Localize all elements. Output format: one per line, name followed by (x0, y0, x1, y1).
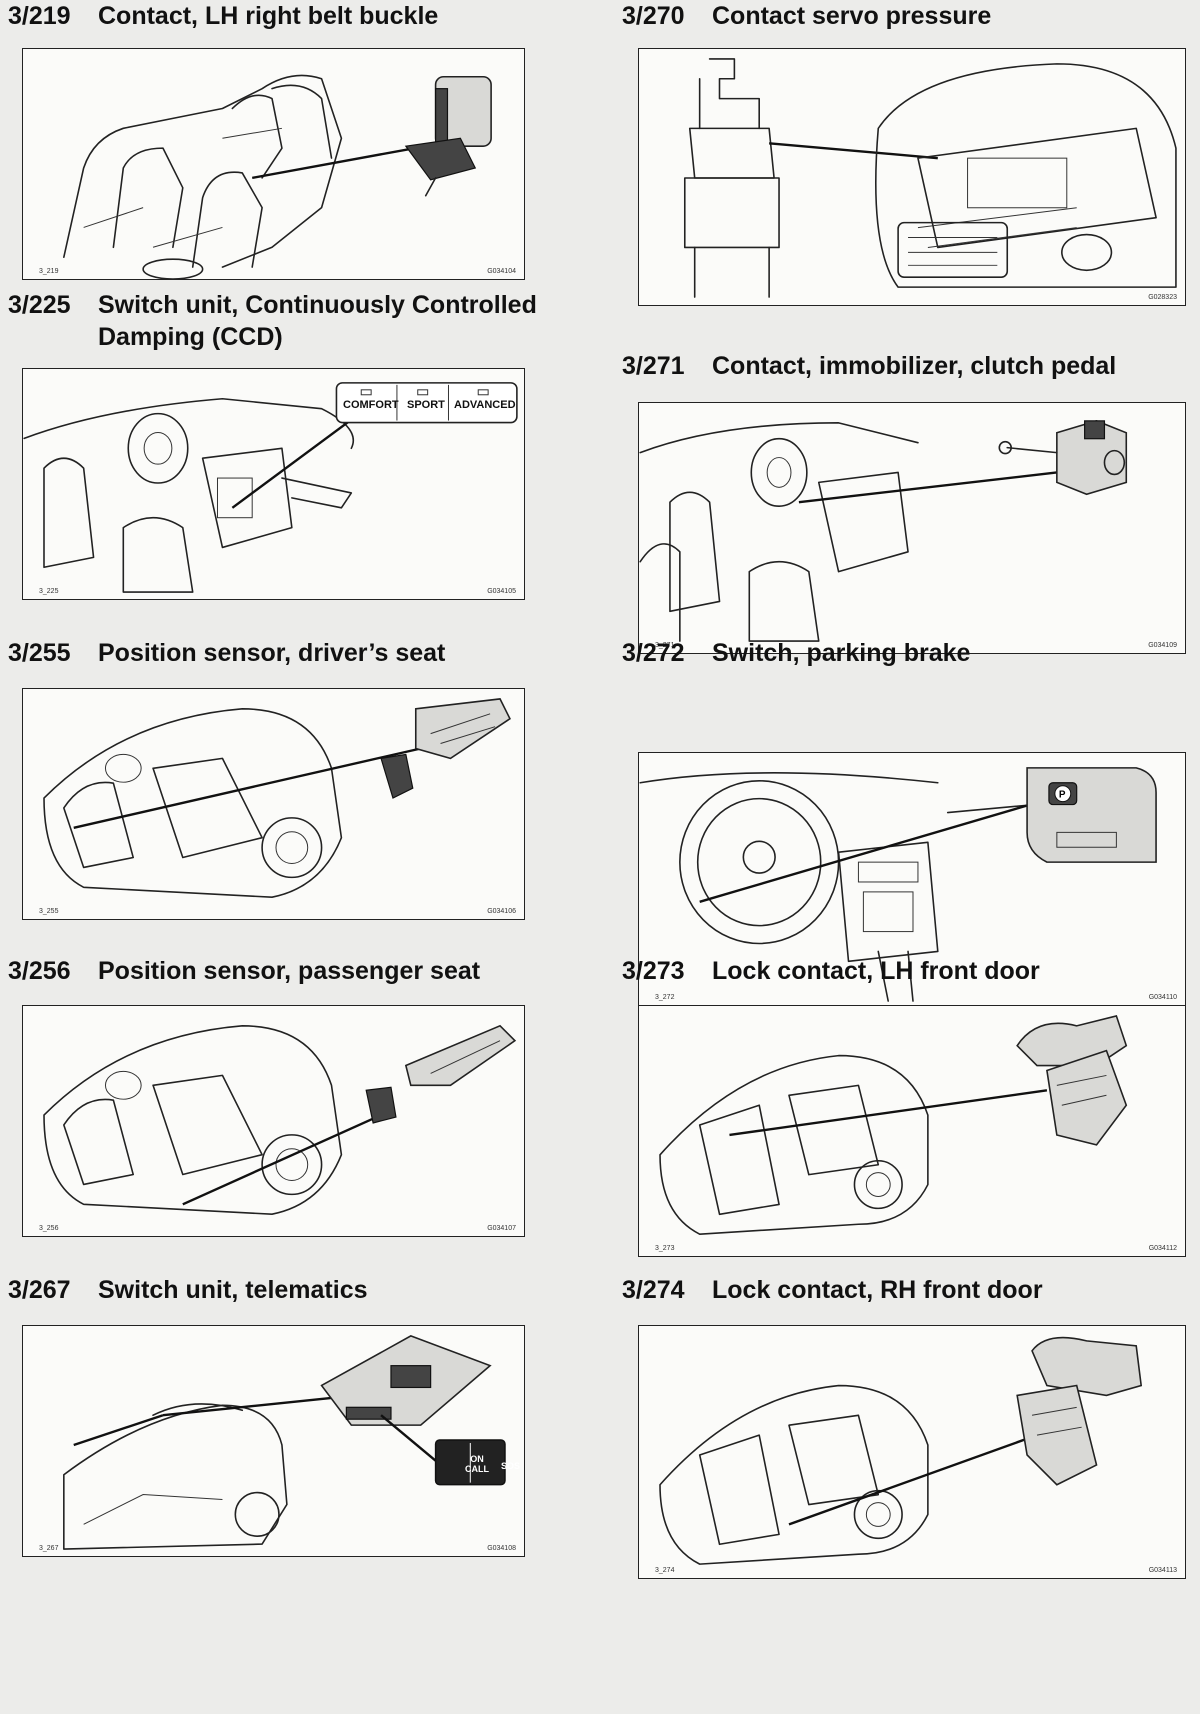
entry-heading-3-273: 3/273 Lock contact, LH front door (622, 955, 1040, 987)
figure-id: 3_225 (39, 588, 59, 595)
figure-code: G034107 (487, 1225, 516, 1232)
figure-ccd-switch: COMFORT SPORT ADVANCED 3_225 G034105 (22, 368, 525, 600)
entry-title: Switch unit, Continuously Controlled Dam… (98, 291, 537, 351)
entry-title: Switch unit, telematics (98, 1276, 368, 1304)
figure-id: 3_255 (39, 908, 59, 915)
entry-heading-3-271: 3/271 Contact, immobilizer, clutch pedal (622, 350, 1116, 382)
figure-code: G034110 (1148, 994, 1177, 1001)
figure-belt-buckle: 3_219 G034104 (22, 48, 525, 280)
entry-heading-3-270: 3/270 Contact servo pressure (622, 0, 991, 32)
figure-lh-door-lock: 3_273 G034112 (638, 1005, 1186, 1257)
entry-title: Switch, parking brake (712, 639, 971, 667)
entry-heading-3-225: 3/225 Switch unit, Continuously Controlle… (8, 289, 538, 353)
entry-title: Contact, LH right belt buckle (98, 2, 439, 30)
clutch-pedal-illustration (639, 420, 1128, 642)
figure-telematics-switch: ON CALL SOS 3_267 G034108 (22, 1325, 525, 1557)
entry-number: 3/255 (8, 639, 71, 667)
entry-number: 3/274 (622, 1276, 685, 1304)
figure-rh-door-lock: 3_274 G034113 (638, 1325, 1186, 1579)
figure-passenger-seat-sensor: 3_256 G034107 (22, 1005, 525, 1237)
figure-code: G034106 (487, 908, 516, 915)
figure-id: 3_267 (39, 1545, 59, 1552)
figure-code: G028323 (1148, 294, 1177, 301)
entry-number: 3/225 (8, 291, 71, 319)
entry-heading-3-274: 3/274 Lock contact, RH front door (622, 1274, 1043, 1306)
figure-code: G034108 (487, 1545, 516, 1552)
figure-servo-pressure: G028323 (638, 48, 1186, 306)
sport-button-label: SPORT (407, 399, 445, 411)
dashboard-ccd-illustration (23, 382, 518, 593)
engine-bay-servo-illustration (683, 58, 1177, 298)
entry-number: 3/267 (8, 1276, 71, 1304)
car-lh-door-lock-illustration (659, 1014, 1128, 1235)
on-call-button-label: ON CALL (465, 1454, 489, 1474)
entry-number: 3/272 (622, 639, 685, 667)
seat-belt-buckle-illustration (63, 74, 492, 279)
entry-title: Contact, immobilizer, clutch pedal (712, 352, 1117, 380)
comfort-button-label: COMFORT (343, 399, 399, 411)
car-rh-door-lock-illustration (659, 1336, 1143, 1565)
entry-number: 3/219 (8, 2, 71, 30)
entry-number: 3/271 (622, 352, 685, 380)
entry-number: 3/256 (8, 957, 71, 985)
car-passenger-seat-illustration (43, 1024, 517, 1215)
figure-clutch-immobilizer: 3_271 G034109 (638, 402, 1186, 654)
entry-heading-3-256: 3/256 Position sensor, passenger seat (8, 955, 480, 987)
svg-text:P: P (1059, 790, 1066, 801)
dashboard-parking-brake-illustration: P (639, 767, 1157, 1002)
figure-id: 3_272 (655, 994, 675, 1001)
entry-heading-3-219: 3/219 Contact, LH right belt buckle (8, 0, 438, 32)
entry-number: 3/270 (622, 2, 685, 30)
figure-id: 3_256 (39, 1225, 59, 1232)
car-driver-seat-illustration (43, 698, 511, 898)
figure-code: G034109 (1148, 642, 1177, 649)
figure-id: 3_273 (655, 1245, 675, 1252)
entry-title: Position sensor, driver’s seat (98, 639, 446, 667)
figure-id: 3_271 (655, 642, 675, 649)
sos-button-label: SOS (501, 1461, 521, 1471)
figure-id: 3_219 (39, 268, 59, 275)
car-telematics-illustration (63, 1335, 506, 1550)
entry-title: Position sensor, passenger seat (98, 957, 481, 985)
entry-number: 3/273 (622, 957, 685, 985)
entry-title: Contact servo pressure (712, 2, 992, 30)
figure-code: G034112 (1148, 1245, 1177, 1252)
entry-heading-3-255: 3/255 Position sensor, driver’s seat (8, 637, 445, 669)
advanced-button-label: ADVANCED (454, 399, 516, 411)
figure-code: G034113 (1148, 1567, 1177, 1574)
figure-id: 3_274 (655, 1567, 675, 1574)
figure-code: G034105 (487, 588, 516, 595)
figure-code: G034104 (487, 268, 516, 275)
entry-title: Lock contact, LH front door (712, 957, 1040, 985)
entry-title: Lock contact, RH front door (712, 1276, 1043, 1304)
figure-driver-seat-sensor: 3_255 G034106 (22, 688, 525, 920)
entry-heading-3-267: 3/267 Switch unit, telematics (8, 1274, 368, 1306)
entry-heading-3-272: 3/272 Switch, parking brake (622, 637, 970, 669)
figure-parking-brake: P 3_272 G034110 (638, 752, 1186, 1006)
